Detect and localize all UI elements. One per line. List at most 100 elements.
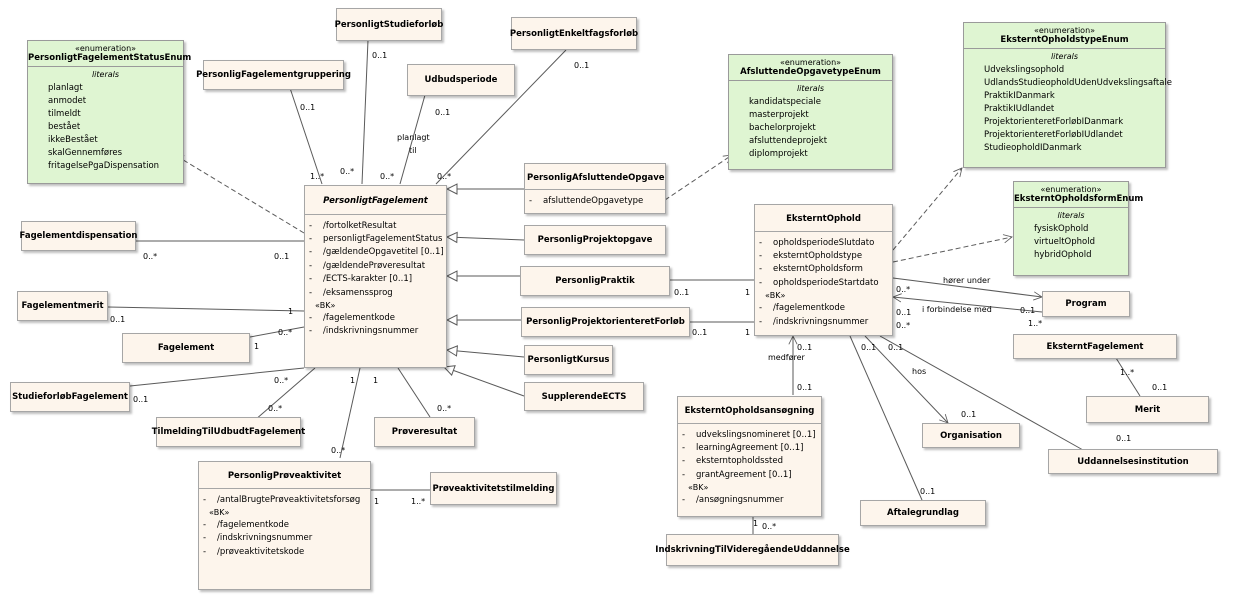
class-name: PersonligPrøveaktivitet	[199, 462, 370, 489]
multiplicity-label: 1	[373, 376, 379, 385]
class-tilmelding-udbudt-fagelement: TilmeldingTilUdbudtFagelement	[152, 417, 305, 447]
attribute-row: -/fortolketResultat	[309, 220, 397, 231]
class-personlig-fagelementgruppering: PersonligFagelementgruppering	[196, 60, 351, 90]
multiplicity-label: 0..*	[278, 328, 293, 337]
attributes: -opholdsperiodeSlutdato -eksterntOpholds…	[755, 232, 892, 330]
role-label: i forbindelse med	[922, 305, 992, 314]
attribute-row: -/fagelementkode	[309, 313, 395, 324]
multiplicity-label: 0..1	[920, 487, 936, 496]
multiplicity-label: 0..*	[437, 404, 452, 413]
enum-literal: PraktikIDanmark	[984, 90, 1055, 101]
class-name: EksterntOphold	[755, 205, 892, 232]
enum-stereotype: «enumeration»	[1033, 26, 1096, 35]
attribute-row: -opholdsperiodeStartdato	[759, 277, 879, 288]
class-fagelement: Fagelement	[122, 333, 250, 363]
multiplicity-label: 0..*	[268, 404, 283, 413]
multiplicity-label: 1	[745, 288, 751, 297]
enum-literal: StudieopholdIDanmark	[984, 142, 1082, 153]
multiplicity-label: 0..1	[674, 288, 690, 297]
multiplicity-label: 0..*	[340, 167, 355, 176]
assoc-ef-merit	[1115, 357, 1141, 397]
multiplicity-label: 0..1	[797, 383, 813, 392]
class-personligt-kursus: PersonligtKursus	[524, 345, 613, 375]
enum-literal: virtueltOphold	[1034, 236, 1095, 247]
multiplicity-label: 1	[288, 307, 294, 316]
enum-literal: anmodet	[48, 95, 87, 106]
enum-literal: bestået	[48, 121, 81, 132]
enum-literal: ProjektorienteretForløbIDanmark	[984, 116, 1124, 127]
multiplicity-label: 1..*	[310, 172, 325, 181]
multiplicity-label: 0..1	[861, 343, 877, 352]
attributes: -afsluttendeOpgavetype	[525, 190, 665, 209]
multiplicity-label: 1	[254, 342, 260, 351]
role-label: planlagt	[397, 133, 430, 142]
class-fagelementdispensation: Fagelementdispensation	[20, 221, 137, 251]
enum-literal: kandidatspeciale	[749, 96, 821, 107]
multiplicity-label: 1	[350, 376, 356, 385]
attributes: -/antalBrugtePrøveaktivitetsforsøg «BK» …	[199, 489, 370, 561]
attribute-row: -personligtFagelementStatus	[309, 234, 443, 245]
enum-literal: planlagt	[48, 82, 83, 93]
attribute-row: -grantAgreement [0..1]	[682, 469, 792, 480]
class-eksternt-ophold: EksterntOphold -opholdsperiodeSlutdato -…	[754, 204, 893, 336]
class-organisation: Organisation	[922, 423, 1020, 448]
multiplicity-label: 1	[374, 497, 380, 506]
assoc-uddannelses	[879, 335, 1084, 451]
enum-fagelement-status: «enumeration» PersonligtFagelementStatus…	[27, 40, 191, 184]
enum-name: EksterntOpholdstypeEnum	[964, 35, 1165, 49]
multiplicity-label: 0..1	[133, 395, 149, 404]
multiplicity-label: 1..*	[1028, 319, 1043, 328]
multiplicity-label: 0..*	[143, 252, 158, 261]
class-personlig-proveaktivitet: PersonligPrøveaktivitet -/antalBrugtePrø…	[198, 461, 371, 590]
attribute-row: -/gældendePrøveresultat	[309, 260, 426, 271]
assoc-proveresultat	[397, 367, 431, 418]
literals-title: literals	[91, 70, 120, 79]
bk-stereotype: «BK»	[688, 483, 709, 493]
multiplicity-label: 0..*	[380, 172, 395, 181]
multiplicity-label: 1	[753, 519, 759, 528]
assoc-enkeltfag	[435, 49, 567, 185]
assoc-gruppering	[289, 87, 323, 185]
attribute-row: -/indskrivningsnummer	[203, 533, 313, 544]
multiplicity-label: 0..1	[797, 343, 813, 352]
enum-literal: afsluttendeprojekt	[749, 135, 828, 146]
gen-supplerende	[444, 367, 525, 397]
class-merit: Merit	[1086, 396, 1209, 423]
enum-literal: skalGennemføres	[48, 147, 123, 158]
class-personlig-projektopgave: PersonligProjektopgave	[524, 225, 666, 255]
class-personligt-enkeltfagsforlob: PersonligtEnkeltfagsforløb	[510, 17, 638, 50]
attribute-row: -/antalBrugtePrøveaktivitetsforsøg	[203, 494, 361, 505]
multiplicity-label: 0..1	[372, 51, 388, 60]
class-personlig-afsluttende-opgave: PersonligAfsluttendeOpgave -afsluttendeO…	[524, 163, 666, 214]
assoc-studieforlob	[361, 39, 369, 185]
class-aftalegrundlag: Aftalegrundlag	[860, 500, 986, 526]
multiplicity-label: 1	[745, 328, 751, 337]
enum-name: AfsluttendeOpgavetypeEnum	[729, 67, 892, 81]
enum-literal: ProjektorienteretForløbIUdlandet	[984, 129, 1123, 140]
literals-title: literals	[1050, 52, 1079, 61]
attribute-row: -/gældendeOpgavetitel [0..1]	[309, 247, 444, 258]
enum-stereotype: «enumeration»	[779, 58, 842, 67]
bk-stereotype: «BK»	[209, 507, 230, 517]
assoc-program	[892, 277, 1042, 297]
attribute-row: -/prøveaktivitetskode	[203, 546, 305, 557]
enum-stereotype: «enumeration»	[1040, 185, 1102, 194]
multiplicity-label: 0..1	[110, 315, 126, 324]
class-personligt-studieforlob: PersonligtStudieforløb	[335, 8, 443, 41]
bk-stereotype: «BK»	[315, 300, 336, 310]
assoc-fagelement	[249, 326, 305, 338]
attribute-row: -learningAgreement [0..1]	[682, 443, 804, 454]
attribute-row: -eksterntopholdssted	[682, 456, 783, 467]
class-name: PersonligAfsluttendeOpgave	[525, 164, 665, 190]
multiplicity-label: 0..1	[896, 308, 912, 317]
dep-opholdsform-enum	[892, 237, 1012, 263]
attribute-row: -/fagelementkode	[759, 303, 845, 314]
enum-literal: diplomprojekt	[749, 148, 808, 159]
multiplicity-label: 0..*	[896, 285, 911, 294]
multiplicity-label: 0..1	[961, 410, 977, 419]
class-studieforlob-fagelement: StudieforløbFagelement	[10, 382, 130, 412]
assoc-studieforlobfag	[129, 367, 305, 387]
multiplicity-label: 0..1	[888, 343, 904, 352]
assoc-tilmelding	[254, 367, 316, 421]
